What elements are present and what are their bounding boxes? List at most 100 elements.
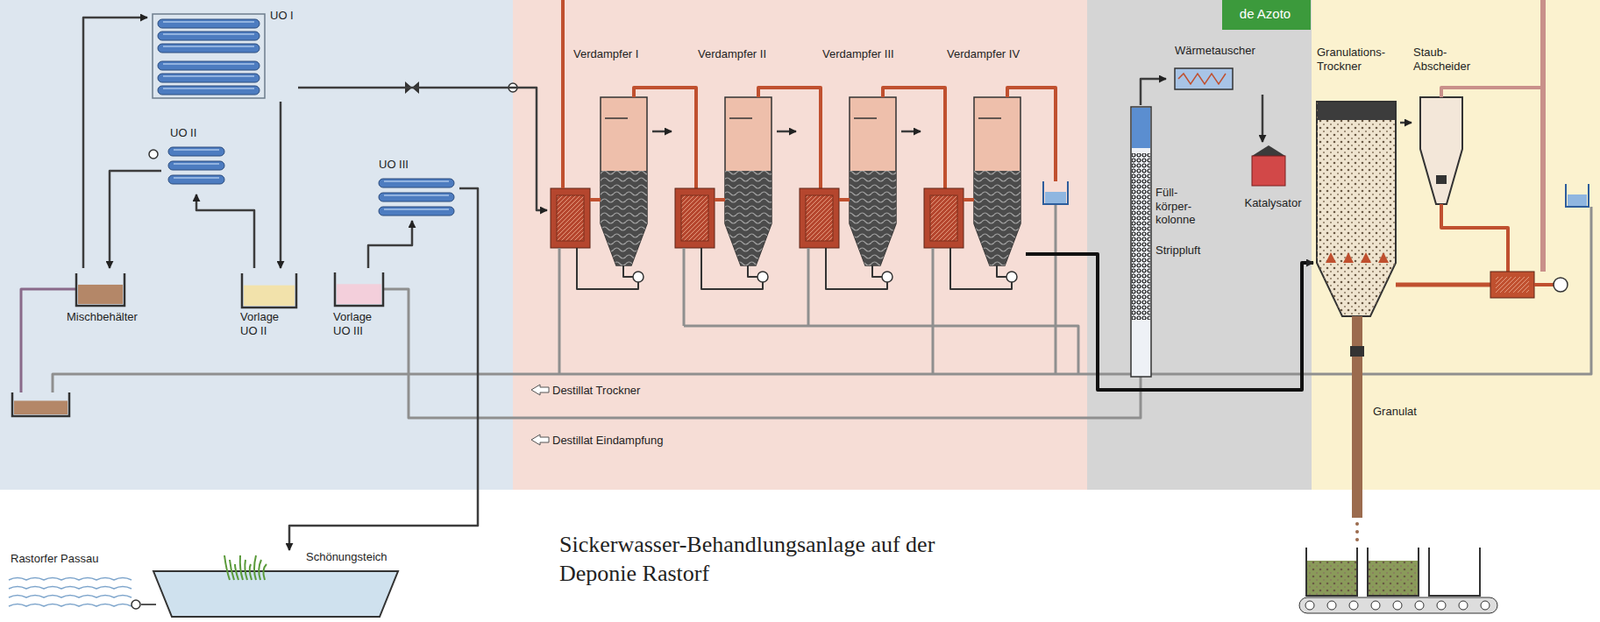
node-label: Füll- körper- kolonne [1155, 185, 1207, 228]
circulation-pipe [623, 265, 633, 278]
evaporator: Verdampfer IV [920, 45, 1026, 283]
evaporator-vessel [725, 97, 772, 266]
falling-granule [1355, 530, 1359, 534]
reed [234, 564, 239, 581]
vapour-pipe [633, 87, 697, 189]
heat-exchanger-tubes [805, 195, 833, 242]
tube-highlight [163, 33, 255, 36]
baffle [729, 117, 753, 120]
heat-exchanger-tubes [681, 195, 709, 242]
conveyor-roller [1349, 601, 1359, 611]
granulate-bin [1306, 547, 1358, 597]
conveyor-roller [1436, 601, 1446, 611]
membrane-tube [378, 178, 455, 188]
hot-air-pipe [1395, 283, 1491, 288]
pump-symbol [131, 600, 141, 610]
chimney [1540, 0, 1546, 272]
condensate-liquid [1567, 194, 1587, 207]
evaporator: Verdampfer II [671, 45, 777, 283]
tube-highlight [384, 194, 449, 197]
fan-symbol [1553, 277, 1568, 292]
conveyor-roller [1305, 601, 1315, 611]
baffle [604, 117, 628, 120]
circulation-pipe [950, 248, 1012, 290]
falling-granule [1355, 522, 1359, 527]
reed [240, 555, 243, 581]
bin-fill [1306, 561, 1358, 597]
conveyor [1299, 597, 1498, 614]
pipe-connector [279, 101, 283, 269]
pump-symbol [149, 149, 158, 159]
air-nozzle [1343, 252, 1354, 264]
caption: Sickerwasser-Behandlungsanlage auf der D… [559, 531, 937, 589]
packed-column [1130, 106, 1152, 377]
pipe-connector [1261, 94, 1265, 143]
evaporator-vessel [849, 97, 896, 266]
falling-granule [1355, 538, 1359, 542]
flow-label: Granulat [1372, 405, 1417, 420]
pond [153, 571, 399, 618]
air-nozzle [1378, 252, 1389, 264]
polishing-pond: Schönungsteich [149, 550, 404, 619]
membrane-tube [157, 61, 260, 71]
node-label: UO III [378, 157, 409, 172]
membrane-tube [157, 73, 260, 83]
heat-exchanger [550, 188, 591, 249]
air-nozzle [1360, 252, 1372, 264]
column-head [1131, 107, 1151, 149]
node-label: Staub- Abscheider [1413, 45, 1473, 73]
circulation-pipe [825, 248, 888, 290]
dust-separator: Staub- Abscheider [1411, 43, 1476, 211]
bin-fill [1367, 561, 1419, 597]
circulation-pipe [996, 265, 1007, 278]
pipe-connector [196, 194, 255, 269]
vapour-pipe [963, 198, 975, 202]
vapour-pipe [1007, 87, 1056, 182]
feed-tank: Vorlage UO II [234, 268, 306, 344]
circulation-pipe [747, 265, 758, 278]
node-label: Verdampfer I [573, 47, 639, 62]
membrane-tube [378, 192, 455, 202]
node-label: de Azoto [1222, 6, 1309, 22]
pipe-connector [1140, 78, 1167, 106]
node-label: Strippluft [1155, 243, 1201, 258]
node-label: Vorlage UO II [240, 310, 293, 338]
dryer-head [1317, 102, 1395, 121]
evaporator-liquid [849, 170, 896, 266]
catalyst-head [1251, 145, 1286, 157]
tube-highlight [384, 208, 449, 211]
outlet-pipe [141, 604, 157, 606]
river-wave [8, 587, 132, 591]
circulation-pipe [701, 248, 763, 290]
membrane-tube [168, 147, 225, 157]
tube-highlight [163, 75, 255, 78]
pipe-connector [109, 170, 162, 269]
evaporator-liquid [725, 170, 772, 266]
mixing-tank: Mischbehälter [63, 268, 147, 330]
condensate-pipe [807, 248, 811, 327]
pipe-connector [298, 87, 548, 211]
node-label: Verdampfer IV [946, 47, 1020, 62]
conveyor-roller [1393, 601, 1402, 611]
conveyor-roller [1371, 601, 1380, 611]
heat-exchanger-unit: Wärmetauscher [1166, 42, 1272, 95]
reed [249, 564, 252, 581]
node-label: Verdampfer III [822, 47, 895, 62]
column-packing [1131, 153, 1151, 320]
granulation-dryer [1316, 101, 1396, 317]
evaporator-liquid [600, 170, 648, 266]
membrane-tube [157, 19, 260, 29]
condensate-cup [1565, 184, 1589, 207]
evaporator-liquid [974, 170, 1021, 266]
pump-symbol [757, 271, 768, 283]
tube-highlight [173, 149, 220, 151]
tank-liquid [336, 284, 382, 305]
distillate-pipe [383, 289, 1141, 419]
membrane-tube [157, 43, 260, 53]
river-wave [8, 596, 132, 599]
membrane-module: UO II [161, 124, 232, 195]
membrane-module: UO III [371, 156, 460, 221]
granulate-bin [1367, 547, 1419, 597]
rotary-valve [1436, 175, 1447, 185]
